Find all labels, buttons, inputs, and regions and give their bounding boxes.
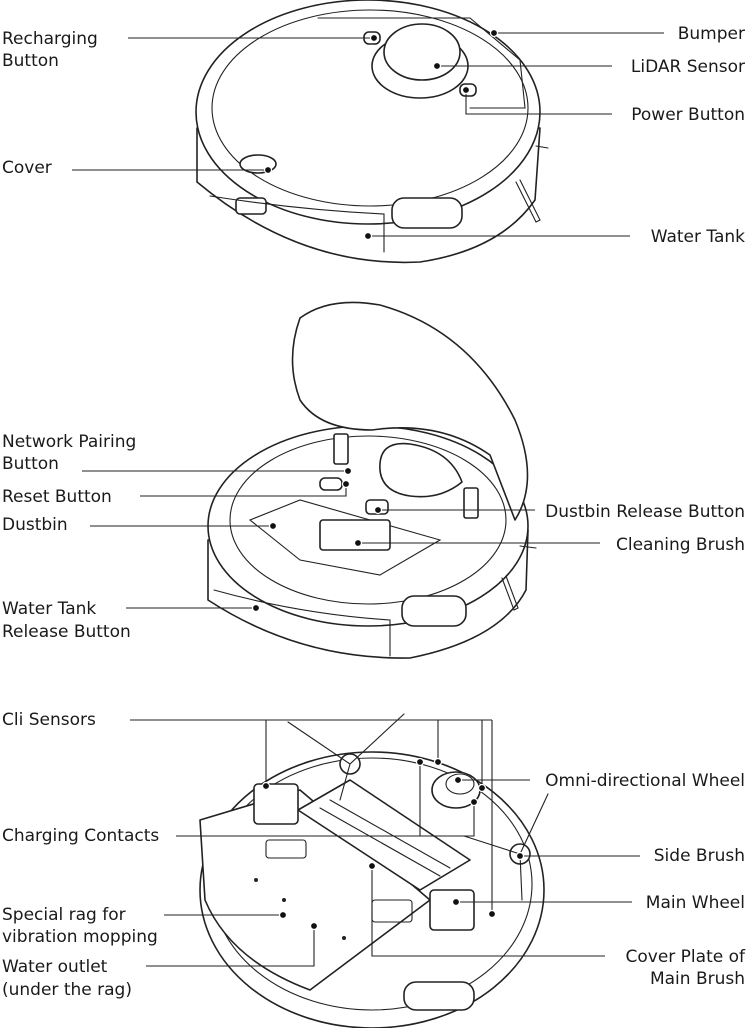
label-lidar-sensor: LiDAR Sensor	[631, 57, 745, 77]
label-main-wheel: Main Wheel	[646, 893, 745, 913]
top-view-leaders	[72, 28, 664, 241]
label-charging-contacts: Charging Contacts	[2, 826, 159, 846]
label-water-outlet: Water outlet(under the rag)	[2, 957, 132, 1000]
label-dustbin: Dustbin	[2, 515, 68, 535]
label-cover: Cover	[2, 158, 52, 178]
label-water-tank: Water Tank	[651, 227, 745, 247]
label-dustbin-release-button: Dustbin Release Button	[545, 502, 745, 522]
label-power-button: Power Button	[631, 105, 745, 125]
label-cleaning-brush: Cleaning Brush	[616, 535, 745, 555]
label-omni-directional-wheel: Omni-directional Wheel	[545, 771, 745, 791]
label-cli-sensors: Cli Sensors	[2, 710, 96, 730]
bottom-view-leaders	[130, 719, 640, 967]
robot-top-view-illustration	[195, 0, 549, 264]
label-bumper: Bumper	[678, 24, 745, 44]
robot-bottom-view-illustration	[199, 713, 549, 1028]
open-view-leaders	[82, 466, 600, 613]
bottom-view-figure: Cli Sensors Omni-directional Wheel Charg…	[2, 710, 746, 1028]
label-side-brush: Side Brush	[654, 846, 745, 866]
label-reset-button: Reset Button	[2, 487, 112, 507]
